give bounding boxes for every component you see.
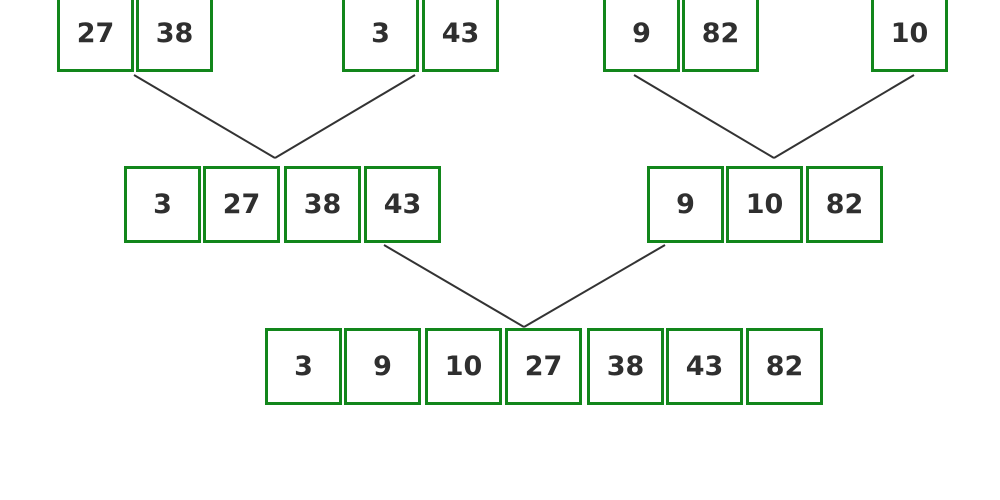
array-cell: 27 xyxy=(505,328,582,405)
array-cell: 43 xyxy=(364,166,441,243)
array-cell: 38 xyxy=(136,0,213,72)
array-cell: 82 xyxy=(806,166,883,243)
merge-line xyxy=(523,244,666,328)
merge-line xyxy=(133,74,276,159)
merge-line xyxy=(383,244,525,328)
merge-line xyxy=(773,74,915,159)
array-cell: 9 xyxy=(647,166,724,243)
array-cell: 3 xyxy=(342,0,419,72)
array-cell: 9 xyxy=(344,328,421,405)
array-cell: 3 xyxy=(265,328,342,405)
array-cell: 3 xyxy=(124,166,201,243)
merge-line xyxy=(633,74,775,159)
array-cell: 9 xyxy=(603,0,680,72)
array-cell: 10 xyxy=(425,328,502,405)
array-cell: 10 xyxy=(871,0,948,72)
merge-line xyxy=(274,74,416,159)
array-cell: 38 xyxy=(284,166,361,243)
array-cell: 10 xyxy=(726,166,803,243)
array-cell: 43 xyxy=(666,328,743,405)
array-cell: 27 xyxy=(57,0,134,72)
array-cell: 82 xyxy=(746,328,823,405)
array-cell: 27 xyxy=(203,166,280,243)
array-cell: 43 xyxy=(422,0,499,72)
array-cell: 82 xyxy=(682,0,759,72)
array-cell: 38 xyxy=(587,328,664,405)
